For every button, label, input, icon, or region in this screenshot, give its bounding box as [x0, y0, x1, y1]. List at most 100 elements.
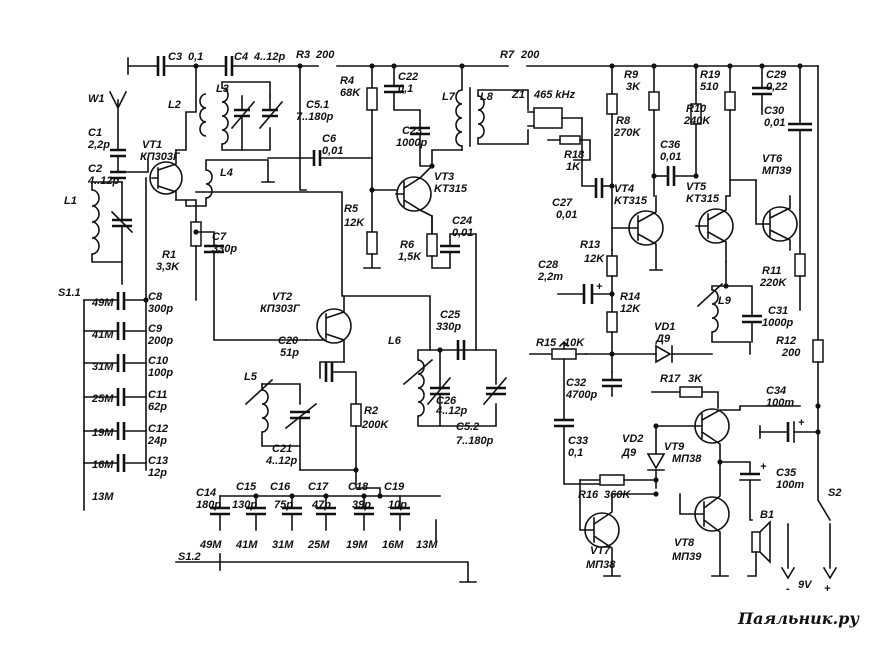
label-r3: R3: [296, 49, 310, 61]
label-c19-value: 10p: [388, 499, 407, 511]
label-c21: C21: [272, 443, 292, 455]
label-r2: R2: [364, 405, 378, 417]
label-c35-polarity: +: [760, 461, 767, 473]
label-bottom-41: 41M: [235, 539, 258, 551]
label-band-49: 49M: [91, 297, 114, 309]
label-c35-value: 100m: [776, 479, 804, 491]
label-c11-value: 62p: [148, 401, 167, 413]
label-band-19: 19M: [92, 427, 114, 439]
label-c27-value: 0,01: [556, 209, 577, 221]
label-band-41: 41M: [91, 329, 114, 341]
label-vt3-type: KT315: [434, 183, 468, 195]
label-l2: L2: [168, 99, 181, 111]
label-s2: S2: [828, 487, 841, 499]
label-vd2: VD2: [622, 433, 643, 445]
label-r7: R7: [500, 49, 515, 61]
label-c30: C30: [764, 105, 785, 117]
label-r1-value: 3,3K: [156, 261, 180, 273]
label-r6: R6: [400, 239, 415, 251]
label-c6-value: 0,01: [322, 145, 343, 157]
label-r12: R12: [776, 335, 796, 347]
label-r19: R19: [700, 69, 721, 81]
label-r10-value: 240K: [683, 115, 711, 127]
label-vd2-type: Д9: [621, 447, 637, 459]
label-r9: R9: [624, 69, 639, 81]
label-r10: R10: [686, 103, 707, 115]
label-vt8: VT8: [674, 537, 695, 549]
label-l9: L9: [718, 295, 732, 307]
label-r19-value: 510: [700, 81, 719, 93]
label-c20: C20: [278, 335, 299, 347]
label-l7: L7: [442, 91, 456, 103]
label-r11: R11: [762, 265, 781, 277]
label-r5: R5: [344, 203, 359, 215]
label-bottom-31: 31M: [272, 539, 294, 551]
label-c13-value: 12p: [148, 467, 167, 479]
label-r11-value: 220K: [759, 277, 787, 289]
label-vt2-type: КП303Г: [260, 303, 301, 315]
label-c19: C19: [384, 481, 405, 493]
label-r3-value: 200: [315, 49, 335, 61]
label-c1: C1: [88, 127, 102, 139]
label-vd1: VD1: [654, 321, 675, 333]
label-vt4: VT4: [614, 183, 634, 195]
label-c36-value: 0,01: [660, 151, 681, 163]
label-c29-value: 0,22: [766, 81, 787, 93]
label-r8: R8: [616, 115, 631, 127]
label-r16-value: 360K: [604, 489, 631, 501]
label-c34-value: 100m: [766, 397, 794, 409]
label-c34-polarity: +: [798, 417, 805, 429]
label-c23-value: 1000p: [396, 137, 427, 149]
label-c2: C2: [88, 163, 102, 175]
label-c22-value: 0,1: [398, 83, 413, 95]
label-c18-value: 39p: [352, 499, 371, 511]
label-vt7-type: МП38: [586, 559, 616, 571]
label-c17-value: 47p: [311, 499, 331, 511]
label-s12: S1.2: [178, 551, 201, 563]
label-c4: C4: [234, 51, 248, 63]
label-c14: C14: [196, 487, 216, 499]
label-r1: R1: [162, 249, 176, 261]
label-c22: C22: [398, 71, 418, 83]
label-c21-value: 4..12p: [265, 455, 297, 467]
component-labels: C3 0,1 C4 4..12p R3 200 R7 200 W1 C1 2,2…: [58, 49, 860, 628]
label-c10-value: 100p: [148, 367, 173, 379]
label-c1-value: 2,2p: [87, 139, 110, 151]
label-c24: C24: [452, 215, 472, 227]
label-c31: C31: [768, 305, 788, 317]
label-c27: C27: [552, 197, 573, 209]
label-c26-value: 4..12p: [435, 405, 467, 417]
label-battery-plus: +: [824, 583, 831, 595]
label-bottom-13: 13M: [416, 539, 438, 551]
label-r8-value: 270K: [613, 127, 641, 139]
label-c33-value: 0,1: [568, 447, 583, 459]
label-c52-value: 7..180p: [456, 435, 494, 447]
label-c3: C3: [168, 51, 182, 63]
label-r17-value: 3K: [688, 373, 703, 385]
label-b1: B1: [760, 509, 774, 521]
label-c25-value: 330p: [436, 321, 461, 333]
label-r7-value: 200: [520, 49, 540, 61]
label-bottom-25: 25M: [307, 539, 330, 551]
label-c6: C6: [322, 133, 337, 145]
label-c12: C12: [148, 423, 168, 435]
label-r14: R14: [620, 291, 640, 303]
watermark: Паяльник.ру: [737, 609, 860, 628]
label-r9-value: 3K: [626, 81, 641, 93]
label-c25: C25: [440, 309, 461, 321]
label-vt6-type: МП39: [762, 165, 792, 177]
label-c28: C28: [538, 259, 559, 271]
label-r18-value: 1K: [566, 161, 581, 173]
label-c20-value: 51p: [280, 347, 299, 359]
label-z1-value: 465 kHz: [533, 89, 575, 101]
label-l4: L4: [220, 167, 233, 179]
label-vt1-type: КП303Г: [140, 151, 181, 163]
label-c30-value: 0,01: [764, 117, 785, 129]
label-l8: L8: [480, 91, 494, 103]
label-c31-value: 1000p: [762, 317, 793, 329]
label-l6: L6: [388, 335, 402, 347]
label-c16-value: 75p: [274, 499, 293, 511]
label-c51-value: 7..180p: [296, 111, 334, 123]
label-r4-value: 68K: [340, 87, 361, 99]
